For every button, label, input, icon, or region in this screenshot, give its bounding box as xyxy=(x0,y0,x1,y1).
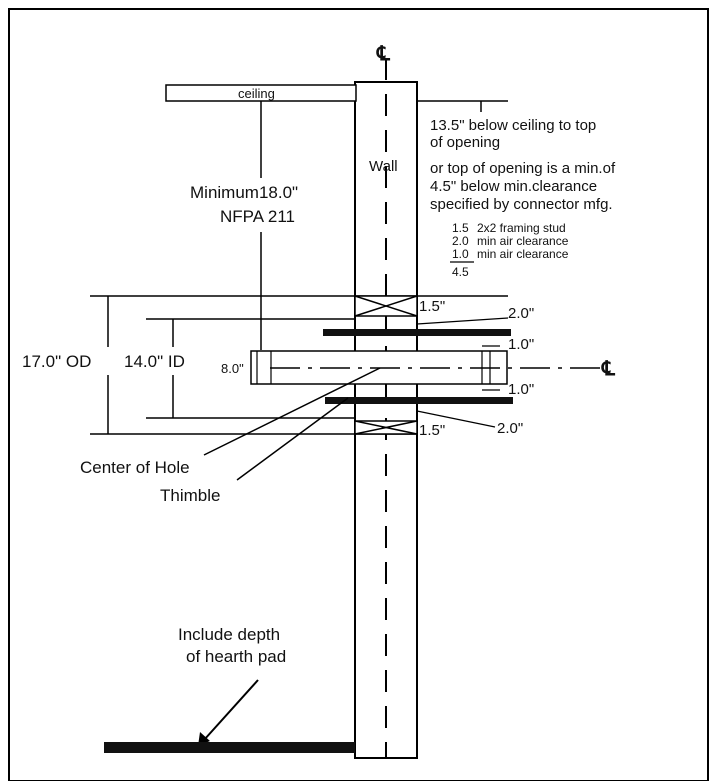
dim-top-clear-label: 1.0" xyxy=(508,336,534,353)
bottom-air-clearance-bar xyxy=(325,397,513,404)
table-row-desc: min air clearance xyxy=(477,234,569,248)
alt-line3: specified by connector mfg. xyxy=(430,196,613,213)
ceiling-label: ceiling xyxy=(238,86,275,101)
thimble-leader xyxy=(236,397,349,481)
top-air-leader xyxy=(416,317,509,325)
table-row-value: 2.0 xyxy=(452,234,469,248)
hearth-label-line2: of hearth pad xyxy=(186,647,286,666)
pipe-diameter-label: 8.0" xyxy=(221,361,244,376)
below-ceiling-line2: of opening xyxy=(430,134,500,151)
nfpa-label: NFPA 211 xyxy=(220,207,295,226)
table-row-value: 1.0 xyxy=(452,247,469,261)
bottom-air-leader xyxy=(416,410,496,428)
minimum-label: Minimum18.0" xyxy=(190,183,298,202)
clearance-table: 1.5 2x2 framing stud 2.0 min air clearan… xyxy=(450,221,569,279)
table-row-value: 1.5 xyxy=(452,221,469,235)
top-air-clearance-bar xyxy=(323,329,511,336)
table-row-desc: 2x2 framing stud xyxy=(477,221,566,235)
hearth-leader xyxy=(203,679,259,741)
diagram-frame xyxy=(8,8,709,781)
center-of-hole-leader xyxy=(203,367,381,456)
dim-bottom-stud-label: 1.5" xyxy=(419,422,445,439)
below-ceiling-line1: 13.5" below ceiling to top xyxy=(430,117,596,134)
alt-line2: 4.5" below min.clearance xyxy=(430,178,597,195)
centerline-right-symbol: ℄ xyxy=(601,358,616,380)
top-framing-stud xyxy=(354,295,418,317)
bottom-framing-stud xyxy=(354,420,418,435)
alt-line1: or top of opening is a min.of xyxy=(430,160,616,177)
thimble-label: Thimble xyxy=(160,486,220,505)
dim-top-air-label: 2.0" xyxy=(508,305,534,322)
centerline-top-symbol: ℄ xyxy=(376,43,391,65)
dim-bottom-air-label: 2.0" xyxy=(497,420,523,437)
hearth-pad xyxy=(104,742,355,753)
center-of-hole-label: Center of Hole xyxy=(80,458,190,477)
wall-label: Wall xyxy=(369,158,398,175)
dim-bottom-clear-label: 1.0" xyxy=(508,381,534,398)
id-label: 14.0" ID xyxy=(124,352,185,371)
dim-top-stud-label: 1.5" xyxy=(419,298,445,315)
table-row-desc: min air clearance xyxy=(477,247,569,261)
table-total: 4.5 xyxy=(452,265,469,279)
od-label: 17.0" OD xyxy=(22,352,91,371)
hearth-label-line1: Include depth xyxy=(178,625,280,644)
